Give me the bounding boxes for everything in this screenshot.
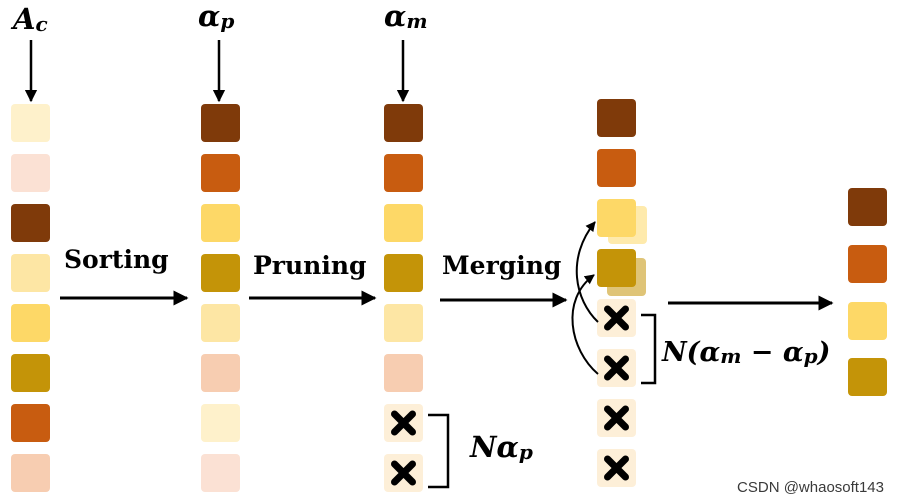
token xyxy=(384,104,423,142)
token-columns xyxy=(11,99,887,492)
cross-icon xyxy=(604,355,629,381)
token xyxy=(597,149,636,187)
cross-icon xyxy=(604,455,629,481)
token xyxy=(11,204,50,242)
token xyxy=(201,104,240,142)
ac-label: Ac xyxy=(13,2,48,36)
token xyxy=(201,154,240,192)
token xyxy=(11,254,50,292)
alpha-p-label: αp xyxy=(198,0,235,33)
pruning-label: Pruning xyxy=(253,251,367,280)
cross-icon xyxy=(604,405,629,431)
token xyxy=(384,304,423,342)
token xyxy=(848,245,887,283)
token xyxy=(384,204,423,242)
token xyxy=(11,104,50,142)
token xyxy=(201,204,240,242)
token xyxy=(384,354,423,392)
alpha-m-label: αm xyxy=(384,0,428,33)
sorting-label: Sorting xyxy=(64,245,169,274)
token xyxy=(201,254,240,292)
merge-curve-2 xyxy=(571,274,599,375)
cross-icon xyxy=(604,305,629,331)
cross-icon xyxy=(391,460,416,486)
token xyxy=(201,354,240,392)
token xyxy=(384,154,423,192)
merging-label: Merging xyxy=(442,251,562,280)
token xyxy=(201,454,240,492)
n-alpha-p-label: Nαp xyxy=(470,430,533,464)
merge-curve-1 xyxy=(575,221,599,323)
cross-icon xyxy=(391,410,416,436)
token xyxy=(848,188,887,226)
bracket-n-alpha-p xyxy=(428,413,450,489)
token xyxy=(11,304,50,342)
token xyxy=(11,354,50,392)
token xyxy=(11,404,50,442)
token xyxy=(848,302,887,340)
token xyxy=(384,254,423,292)
bracket-n-formula xyxy=(641,313,657,385)
connectors xyxy=(24,40,834,489)
n-formula-label: N(αm − αp) xyxy=(662,337,831,368)
watermark: CSDN @whaosoft143 xyxy=(737,479,884,496)
token xyxy=(11,454,50,492)
token xyxy=(201,304,240,342)
token xyxy=(597,249,636,287)
token xyxy=(201,404,240,442)
token xyxy=(597,99,636,137)
token xyxy=(11,154,50,192)
token xyxy=(848,358,887,396)
token xyxy=(597,199,636,237)
